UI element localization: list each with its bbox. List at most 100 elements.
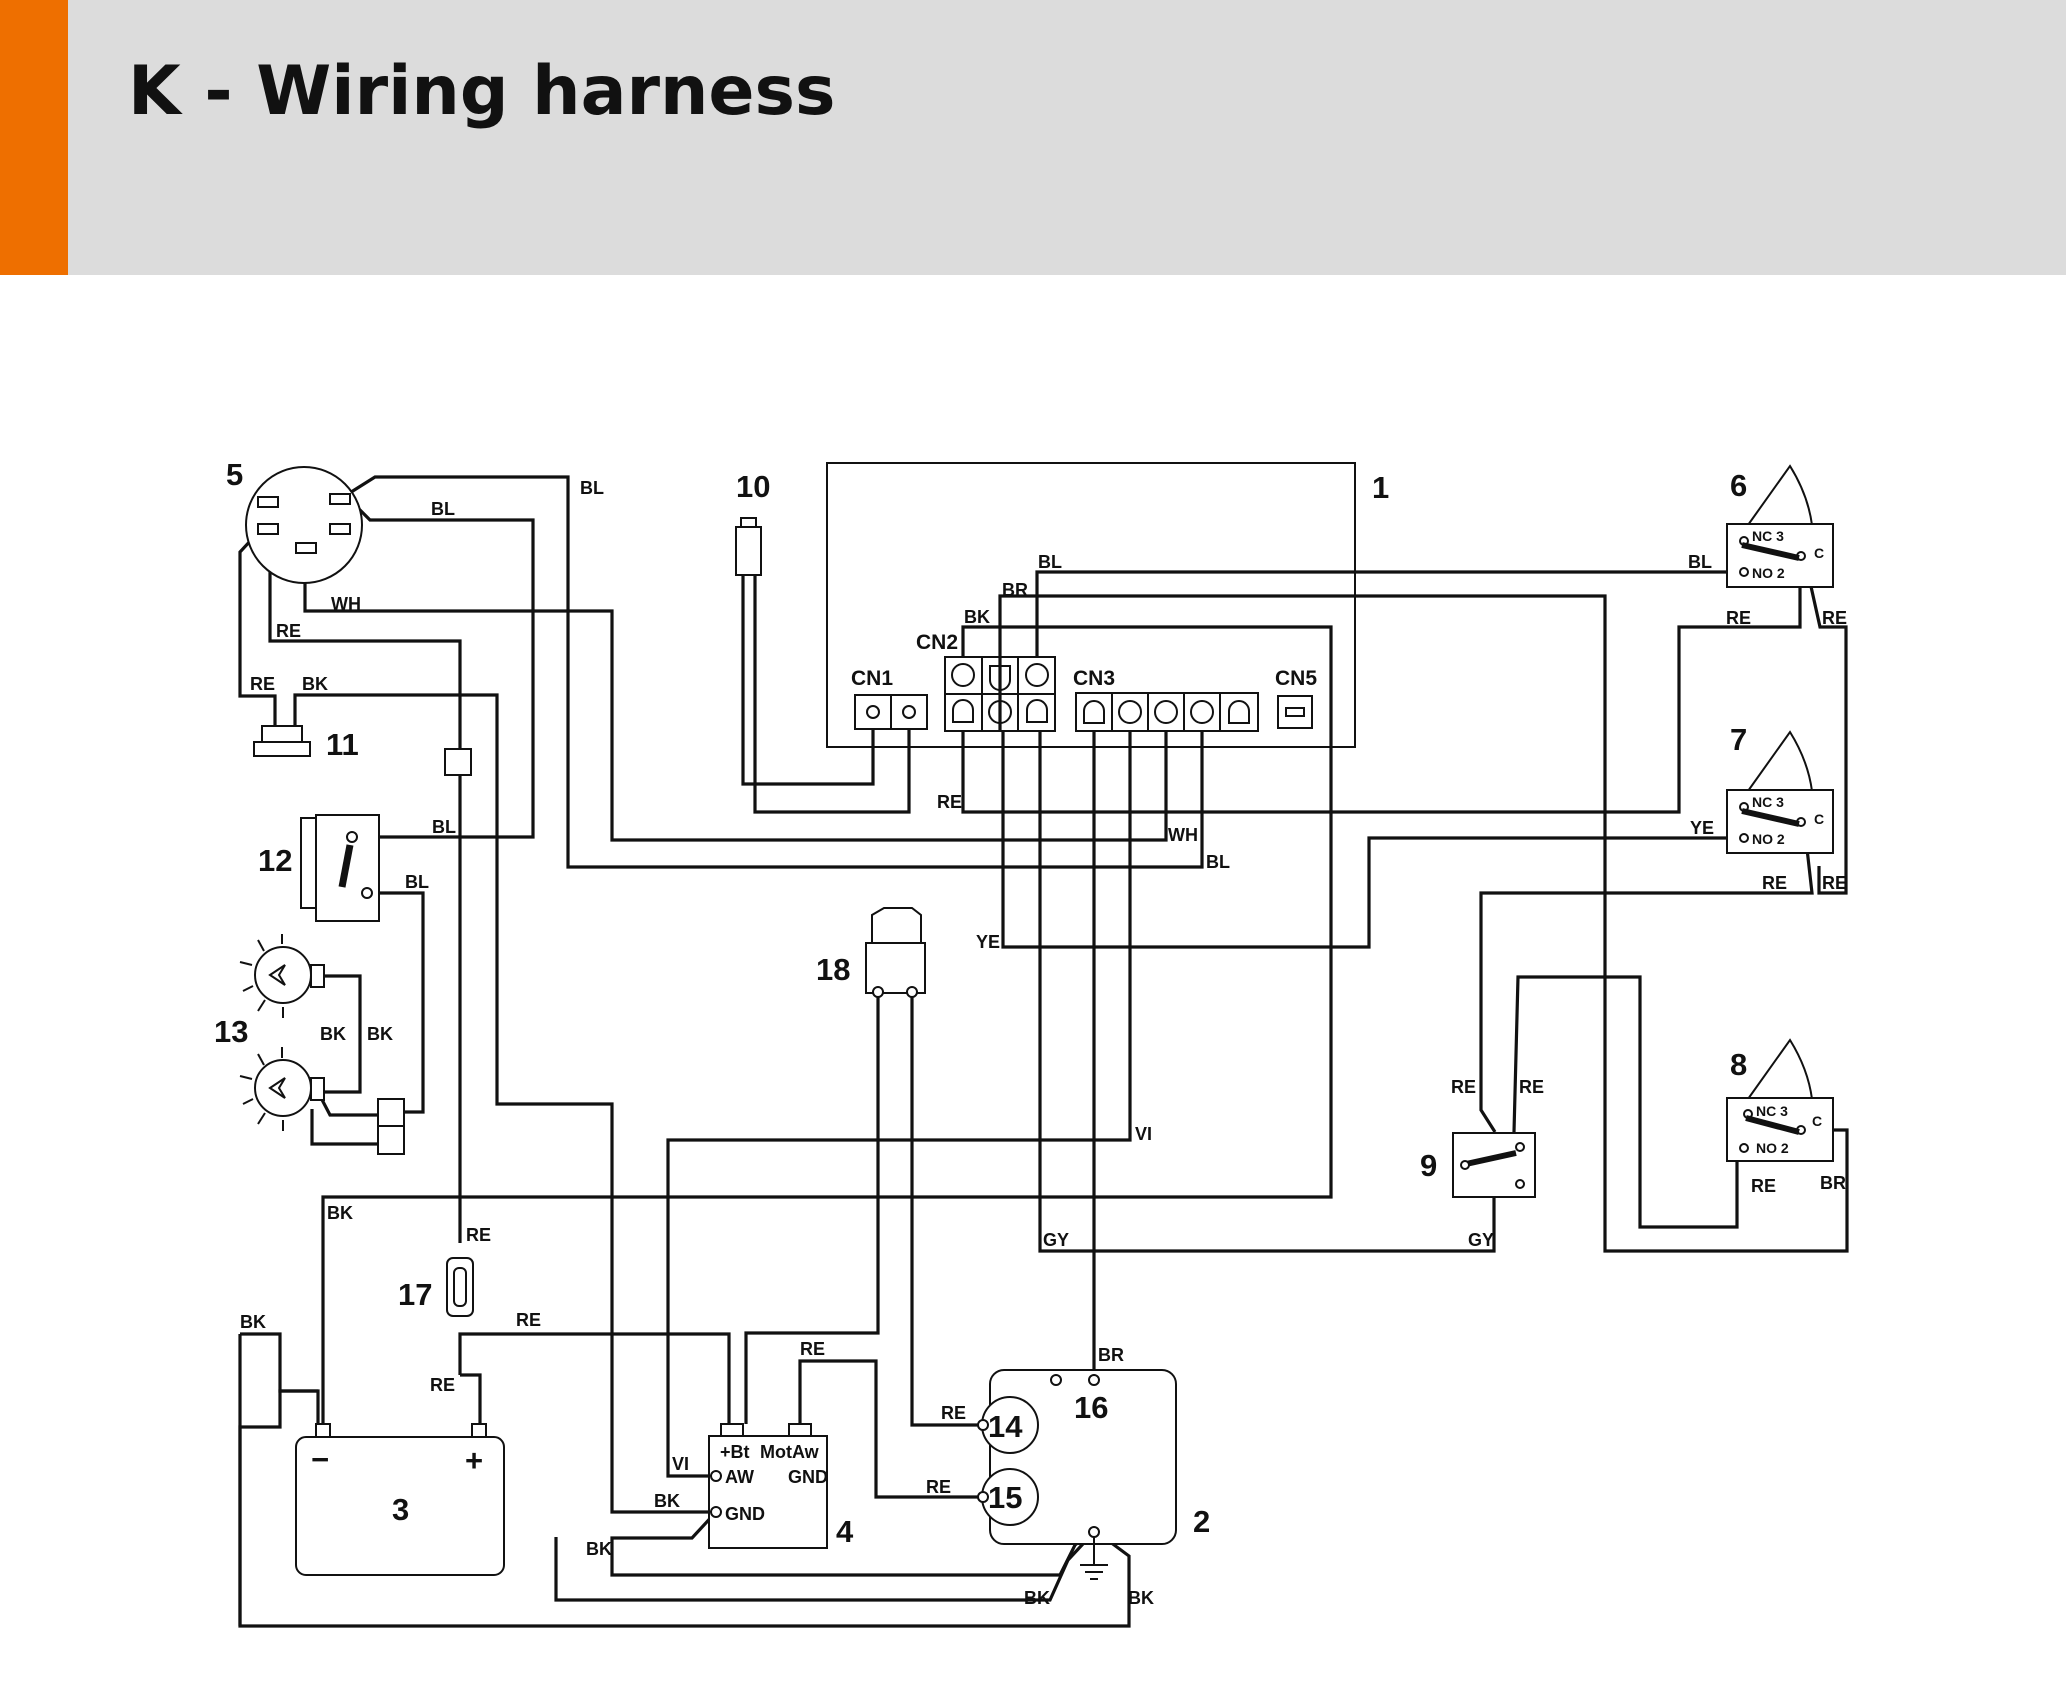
wire-label: BK (586, 1539, 612, 1559)
module4-gnd-left-label: GND (725, 1504, 765, 1524)
wire-label: RE (1751, 1176, 1776, 1196)
wire-labels: BL BL WH RE RE BK BL BL BK BK BL BR BK R… (240, 478, 1847, 1608)
control-unit (826, 462, 1356, 748)
wire-label: RE (1519, 1077, 1544, 1097)
accent-bar (0, 0, 68, 275)
module4-motaw-label: MotAw (760, 1442, 820, 1462)
connector-cn5-label: CN5 (1275, 667, 1317, 690)
connector-cn3-label: CN3 (1073, 667, 1115, 690)
wire-label: BK (1128, 1588, 1154, 1608)
sensor-10 (735, 517, 762, 576)
component-number-8: 8 (1730, 1047, 1747, 1082)
switch7-c-label: C (1814, 811, 1824, 827)
wire-label: WH (331, 594, 361, 614)
component-number-16: 16 (1074, 1390, 1108, 1425)
wire-label: BK (964, 607, 990, 627)
module-4 (708, 1423, 828, 1549)
module4-aw-label: AW (725, 1467, 754, 1487)
battery-3 (295, 1423, 505, 1576)
component-number-4: 4 (836, 1514, 854, 1549)
switch8-no-label: NO 2 (1756, 1140, 1789, 1156)
wire-label: RE (1822, 873, 1847, 893)
wire-label: BK (654, 1491, 680, 1511)
button-11 (253, 725, 311, 757)
microswitch-7 (1726, 730, 1834, 854)
component-number-5: 5 (226, 457, 243, 492)
wire-label: BK (302, 674, 328, 694)
wire-label: RE (937, 792, 962, 812)
switch-12 (300, 814, 380, 922)
motor-2 (977, 1369, 1177, 1580)
component-number-1: 1 (1372, 470, 1389, 505)
wire-label: BK (240, 1312, 266, 1332)
wire-label: YE (976, 932, 1000, 952)
component-number-3: 3 (392, 1492, 409, 1527)
component-number-13: 13 (214, 1014, 248, 1049)
component-number-15: 15 (988, 1480, 1022, 1515)
connector-cn2-label: CN2 (916, 631, 958, 654)
component-number-14: 14 (988, 1409, 1023, 1444)
connector-cn1-label: CN1 (851, 667, 893, 690)
wire-label: RE (250, 674, 275, 694)
wire-label: BL (1038, 552, 1062, 572)
component-number-6: 6 (1730, 468, 1747, 503)
switch8-c-label: C (1812, 1113, 1822, 1129)
wire-label: VI (672, 1454, 689, 1474)
battery-minus: − (311, 1442, 329, 1477)
wire-label: BK (320, 1024, 346, 1044)
lamps-13 (239, 934, 405, 1155)
switch6-nc-label: NC 3 (1752, 528, 1784, 544)
wire-label: BR (1098, 1345, 1124, 1365)
battery-plus: + (465, 1443, 483, 1478)
wire-label: BL (431, 499, 455, 519)
wire-label: BL (405, 872, 429, 892)
wire-label: BK (367, 1024, 393, 1044)
component-number-12: 12 (258, 843, 292, 878)
microswitch-6 (1726, 464, 1834, 588)
wire-label: RE (926, 1477, 951, 1497)
key-switch (245, 466, 363, 584)
component-number-9: 9 (1420, 1148, 1437, 1183)
wire-label: RE (466, 1225, 491, 1245)
wire-label: RE (1762, 873, 1787, 893)
wire-label: GY (1468, 1230, 1494, 1250)
wire-label: BR (1002, 580, 1028, 600)
wire-label: YE (1690, 818, 1714, 838)
wire-label: BL (580, 478, 604, 498)
wire-label: RE (430, 1375, 455, 1395)
wire-label: RE (276, 621, 301, 641)
wire-label: BK (1024, 1588, 1050, 1608)
switch6-c-label: C (1814, 545, 1824, 561)
microswitch-8 (1726, 1038, 1834, 1162)
component-number-2: 2 (1193, 1504, 1210, 1539)
switch7-no-label: NO 2 (1752, 831, 1785, 847)
header-band (0, 0, 2066, 275)
wire-label: RE (941, 1403, 966, 1423)
wires (238, 475, 1849, 1628)
connector-18 (865, 907, 926, 998)
module4-gnd-right-label: GND (788, 1467, 828, 1487)
module4-bt-label: +Bt (720, 1442, 750, 1462)
wire-label: GY (1043, 1230, 1069, 1250)
component-number-18: 18 (816, 952, 850, 987)
wire-label: RE (1726, 608, 1751, 628)
switch7-nc-label: NC 3 (1752, 794, 1784, 810)
fuse-17 (446, 1257, 474, 1317)
switch-9 (1452, 1132, 1536, 1198)
wire-label: WH (1168, 825, 1198, 845)
wire-label: RE (516, 1310, 541, 1330)
component-number-11: 11 (326, 727, 359, 762)
wire-label: BL (1206, 852, 1230, 872)
wire-label: BR (1820, 1173, 1846, 1193)
switch8-nc-label: NC 3 (1756, 1103, 1788, 1119)
wire-label: BK (327, 1203, 353, 1223)
wire-label: RE (1822, 608, 1847, 628)
page-title: K - Wiring harness (128, 52, 836, 131)
switch6-no-label: NO 2 (1752, 565, 1785, 581)
wire-label: BL (432, 817, 456, 837)
component-number-7: 7 (1730, 722, 1747, 757)
wire-label: RE (1451, 1077, 1476, 1097)
component-number-17: 17 (398, 1277, 432, 1312)
inline-connector (444, 748, 472, 776)
